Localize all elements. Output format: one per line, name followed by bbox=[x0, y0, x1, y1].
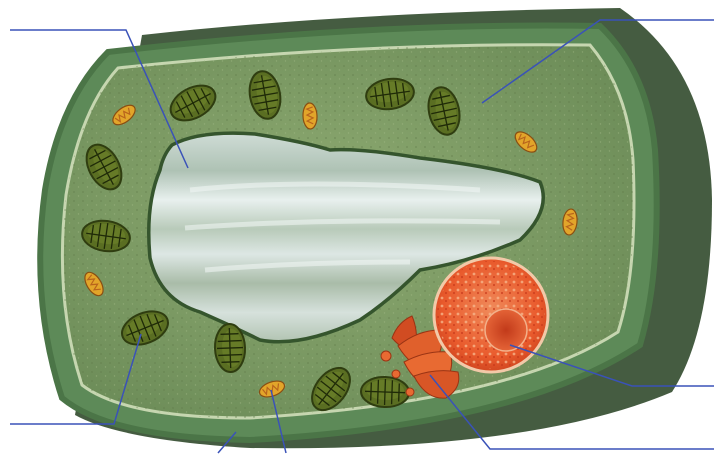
mitochondrion bbox=[303, 103, 318, 129]
chloroplast bbox=[214, 323, 246, 372]
nucleolus bbox=[485, 309, 527, 351]
chloroplast bbox=[360, 376, 409, 408]
nucleus bbox=[434, 258, 548, 372]
